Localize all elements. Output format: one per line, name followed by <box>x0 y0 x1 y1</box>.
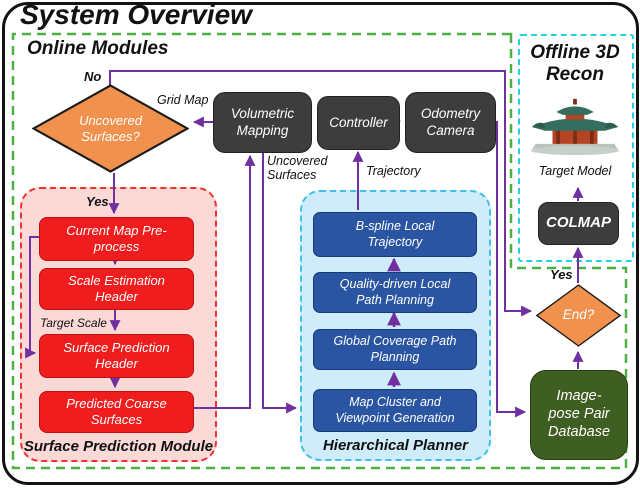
uncovered-surfaces-edge-label: Uncovered Surfaces <box>267 154 328 183</box>
no-edge-label: No <box>84 69 102 84</box>
odometry-camera-node: Odometry Camera <box>405 92 496 153</box>
target-model-edge-label: Target Model <box>538 164 612 178</box>
page-title: System Overview <box>20 0 252 30</box>
colmap-node: COLMAP <box>538 202 619 245</box>
quality-driven-local-path-planning-node: Quality-driven Local Path Planning <box>313 272 477 313</box>
target-scale-edge-label: Target Scale <box>40 316 107 330</box>
controller-node: Controller <box>317 96 400 150</box>
end-decision: End? <box>536 284 621 347</box>
end-decision-label: End? <box>562 307 595 323</box>
offline-3d-recon-label: Offline 3D Recon <box>530 42 620 85</box>
global-coverage-path-planning-node: Global Coverage Path Planning <box>313 329 477 370</box>
predicted-coarse-surfaces-node: Predicted Coarse Surfaces <box>39 391 194 433</box>
diamond-shape <box>536 284 621 347</box>
trajectory-edge-label: Trajectory <box>366 164 421 178</box>
online-modules-label: Online Modules <box>27 38 169 59</box>
image-pose-pair-database-node: Image- pose Pair Database <box>530 370 628 460</box>
hierarchical-planner-label: Hierarchical Planner <box>322 437 469 454</box>
scale-estimation-header-node: Scale Estimation Header <box>39 268 194 310</box>
surface-prediction-header-node: Surface Prediction Header <box>39 334 194 378</box>
current-map-preprocess-node: Current Map Pre- process <box>39 217 194 261</box>
volumetric-mapping-node: Volumetric Mapping <box>213 92 312 153</box>
surface-prediction-module-label: Surface Prediction Module <box>23 438 214 455</box>
bspline-local-trajectory-node: B-spline Local Trajectory <box>313 212 477 257</box>
yes-surfaces-edge-label: Yes <box>86 194 109 209</box>
yes-end-edge-label: Yes <box>550 267 573 282</box>
temple-model-image <box>530 98 620 156</box>
map-cluster-viewpoint-generation-node: Map Cluster and Viewpoint Generation <box>313 389 477 432</box>
grid-map-edge-label: Grid Map <box>157 93 209 107</box>
